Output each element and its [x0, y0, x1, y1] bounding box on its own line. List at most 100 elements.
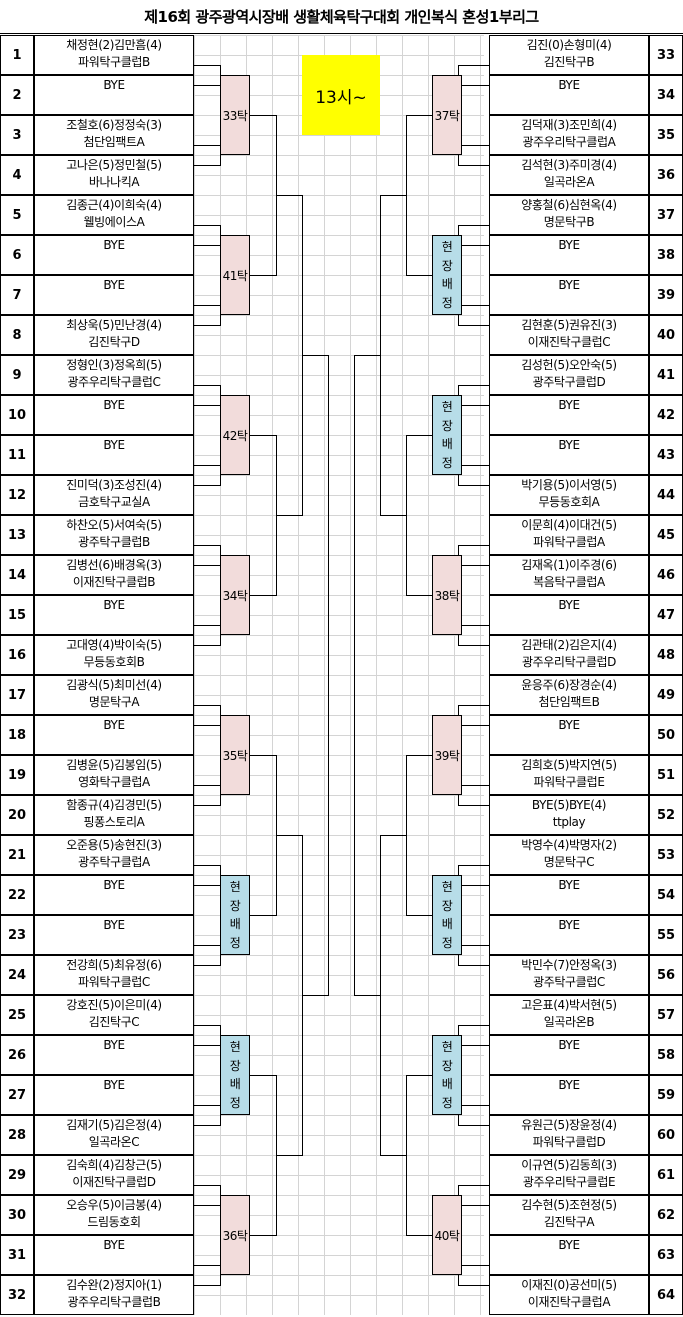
seed-number: 16 — [0, 635, 34, 675]
club-name: 영화탁구클럽A — [78, 775, 150, 789]
table-number-box: 36탁 — [220, 1195, 250, 1275]
onsite-label-char: 배 — [441, 917, 453, 932]
onsite-label-char: 배 — [441, 437, 453, 452]
onsite-label-char: 현 — [441, 1040, 453, 1055]
entry-cell: 이규연(5)김동희(3)광주우리탁구클럽E — [489, 1155, 649, 1195]
entry-cell: 박민수(7)안정옥(3)광주탁구클럽C — [489, 955, 649, 995]
bracket-line — [194, 465, 221, 466]
seed-number: 19 — [0, 755, 34, 795]
player-pair: 김관태(2)김은지(4) — [521, 638, 617, 652]
bracket-line — [194, 165, 221, 166]
player-pair: 윤응주(6)장경순(4) — [521, 678, 617, 692]
seed-number: 11 — [0, 435, 34, 475]
bracket-line — [220, 1265, 221, 1286]
bracket-line — [194, 325, 221, 326]
table-number-box: 40탁 — [432, 1195, 462, 1275]
seed-number: 7 — [0, 275, 34, 315]
club-name: 김진탁구C — [88, 1015, 140, 1029]
entry-cell: 윤응주(6)장경순(4)첨단임팩트B — [489, 675, 649, 715]
onsite-label-char: 정 — [441, 295, 453, 310]
entry-cell: 조철호(6)정정숙(3)첨단임팩트A — [34, 115, 194, 155]
onsite-label-char: 현 — [229, 880, 241, 895]
club-name: 파워탁구클럽A — [533, 535, 605, 549]
entry-cell: 채정현(2)김만흠(4)파워탁구클럽B — [34, 35, 194, 75]
player-pair: 고은표(4)박서현(5) — [521, 998, 617, 1012]
entry-cell: 김숙희(4)김창근(5)이재진탁구클럽D — [34, 1155, 194, 1195]
seed-number: 14 — [0, 555, 34, 595]
bracket-line — [406, 435, 433, 436]
bracket-line — [406, 1235, 433, 1236]
bracket-line — [458, 1105, 490, 1106]
seed-number: 26 — [0, 1035, 34, 1075]
entry-cell: BYE — [34, 275, 194, 315]
player-pair: BYE — [103, 278, 125, 292]
entry-cell: BYE — [489, 1075, 649, 1115]
player-pair: 김희호(5)박지연(5) — [521, 758, 617, 772]
bracket-line — [194, 565, 221, 566]
entry-cell: 오준용(5)송현진(3)광주탁구클럽A — [34, 835, 194, 875]
player-pair: 김수현(5)조현정(5) — [521, 1198, 617, 1212]
player-pair: 강호진(5)이은미(4) — [66, 998, 162, 1012]
bracket-line — [458, 805, 490, 806]
club-name: 바나나킥A — [88, 175, 140, 189]
club-name: 드림동호회 — [87, 1215, 141, 1229]
bracket-line — [250, 595, 277, 596]
player-pair: 조철호(6)정정숙(3) — [66, 118, 162, 132]
entry-cell: 김석현(3)주미경(4)일곡라온A — [489, 155, 649, 195]
seed-number: 9 — [0, 355, 34, 395]
entry-cell: BYE — [34, 1035, 194, 1075]
club-name: 광주우리탁구클럽B — [67, 1295, 161, 1309]
player-pair: 김숙희(4)김창근(5) — [66, 1158, 162, 1172]
entry-cell: 고나은(5)정민철(5)바나나킥A — [34, 155, 194, 195]
bracket-line — [194, 65, 221, 66]
player-pair: 김진(0)손형미(4) — [526, 38, 612, 52]
entry-cell: 강호진(5)이은미(4) 김진탁구C — [34, 995, 194, 1035]
club-name: 명문탁구B — [543, 215, 595, 229]
bracket-line — [458, 725, 490, 726]
bracket-line — [194, 145, 221, 146]
bracket-line — [406, 755, 433, 756]
seed-number: 22 — [0, 875, 34, 915]
bracket-line — [458, 1185, 490, 1186]
seed-number: 28 — [0, 1115, 34, 1155]
club-name: 광주탁구클럽D — [532, 375, 606, 389]
entry-cell: BYE — [34, 1075, 194, 1115]
seed-number: 45 — [649, 515, 683, 555]
bracket-line — [194, 785, 221, 786]
bracket-line — [194, 1205, 221, 1206]
bracket-line — [220, 1105, 221, 1126]
seed-number: 4 — [0, 155, 34, 195]
club-name: ttplay — [552, 815, 586, 829]
seed-number: 31 — [0, 1235, 34, 1275]
entry-cell: BYE — [489, 75, 649, 115]
bracket-line — [194, 645, 221, 646]
bracket-line — [458, 145, 490, 146]
onsite-label-char: 배 — [441, 1077, 453, 1092]
entry-cell: BYE — [34, 595, 194, 635]
onsite-label-char: 장 — [441, 258, 453, 273]
player-pair: BYE — [558, 438, 580, 452]
seed-number: 44 — [649, 475, 683, 515]
club-name: 이재진탁구클럽B — [72, 575, 156, 589]
player-pair: 유원근(5)장윤정(4) — [521, 1118, 617, 1132]
player-pair: 김재옥(1)이주경(6) — [521, 558, 617, 572]
bracket-line — [194, 85, 221, 86]
entry-cell: BYE — [34, 75, 194, 115]
bracket-line — [406, 915, 433, 916]
seed-number: 18 — [0, 715, 34, 755]
player-pair: 박민수(7)안정옥(3) — [521, 958, 617, 972]
seed-number: 47 — [649, 595, 683, 635]
bracket-line — [220, 785, 221, 806]
entry-cell: 김재기(5)김은정(4)일곡라온C — [34, 1115, 194, 1155]
club-name: 무등동호회B — [83, 655, 145, 669]
player-pair: 오승우(5)이금봉(4) — [66, 1198, 162, 1212]
player-pair: BYE — [558, 1078, 580, 1092]
bracket-line — [458, 225, 490, 226]
club-name: 김진탁구D — [88, 335, 140, 349]
bracket-line — [194, 485, 221, 486]
player-pair: 김석현(3)주미경(4) — [521, 158, 617, 172]
seed-number: 33 — [649, 35, 683, 75]
